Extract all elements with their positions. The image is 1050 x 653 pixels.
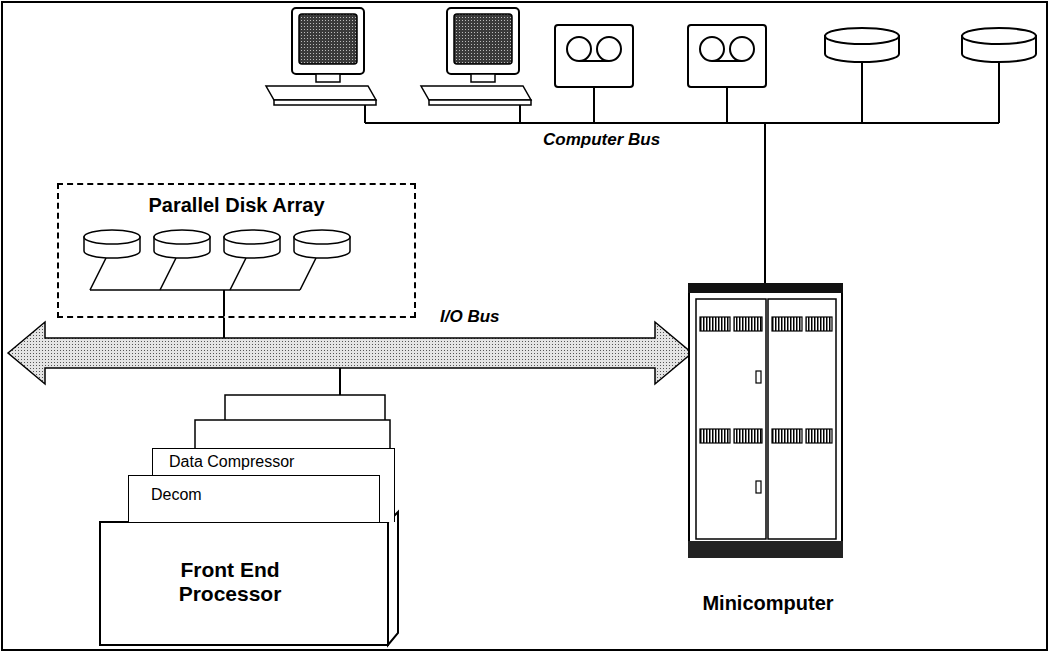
- bus-label: Computer Bus: [543, 130, 660, 150]
- node-label: I/O Bus: [440, 307, 500, 327]
- terminal-icon: [266, 8, 376, 105]
- disk-array-box: Parallel Disk Array: [57, 183, 416, 318]
- io-bus-arrow: [30, 338, 670, 368]
- circuit-card: Decom: [128, 475, 380, 522]
- cabinet-illustration: [688, 283, 843, 558]
- bus-connector: [339, 368, 341, 395]
- node-label: Parallel Disk Array: [59, 193, 414, 217]
- node-label: Front End Processor: [140, 558, 320, 606]
- tape-drive-icon: [688, 25, 766, 87]
- tape-drive-icon: [555, 25, 633, 87]
- terminal-icon: [421, 8, 531, 105]
- bus-connector: [223, 318, 225, 338]
- disk-drive-icon: [825, 28, 1036, 62]
- node-label: Data Compressor: [153, 449, 394, 471]
- node-label: Decom: [129, 476, 379, 504]
- io-bus-band: I/O Bus: [30, 338, 670, 368]
- front-end-processor: Front End Processor Data CompressorDecom: [100, 395, 400, 645]
- node-label: Minicomputer: [688, 591, 848, 615]
- minicomputer-cabinet: Minicomputer: [688, 283, 848, 618]
